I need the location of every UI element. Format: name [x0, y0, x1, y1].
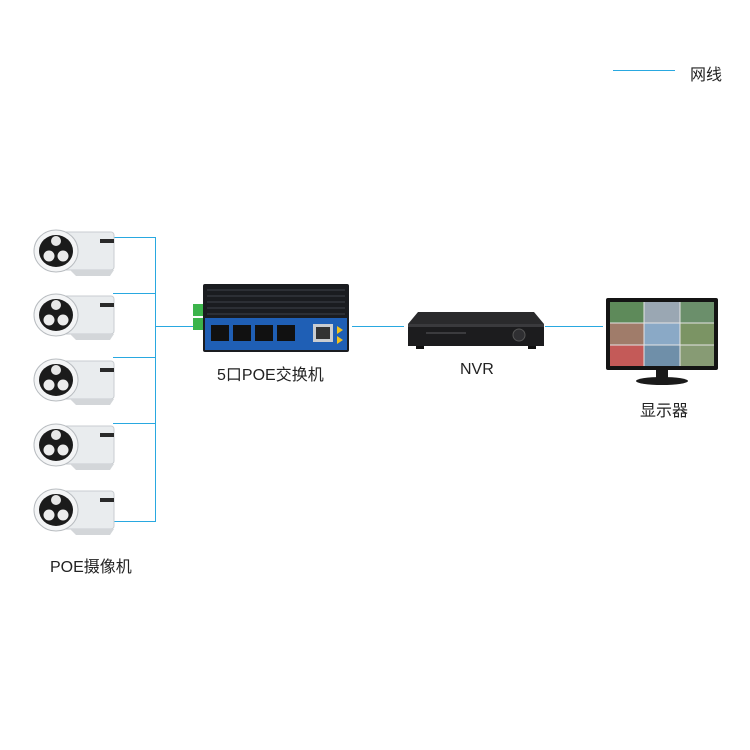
monitor-icon — [606, 298, 718, 385]
poe-camera-icon — [33, 229, 115, 276]
camera-wire-2 — [113, 293, 155, 294]
camera-bus-vertical — [155, 237, 156, 522]
camera-wire-5 — [113, 521, 155, 522]
cameras-label: POE摄像机 — [50, 559, 132, 576]
poe-camera-icon — [33, 488, 115, 535]
poe-camera-icon — [33, 423, 115, 470]
camera-wire-4 — [113, 423, 155, 424]
nvr-to-monitor-wire — [545, 326, 603, 327]
bus-to-switch-wire — [155, 326, 195, 327]
camera-wire-3 — [113, 357, 155, 358]
nvr-label: NVR — [460, 361, 494, 378]
poe-camera-icon — [33, 293, 115, 340]
legend-label: 网线 — [690, 67, 723, 84]
poe-switch-icon — [193, 284, 349, 352]
switch-to-nvr-wire — [352, 326, 404, 327]
nvr-recorder-icon — [408, 312, 544, 349]
monitor-label: 显示器 — [640, 403, 689, 420]
switch-label: 5口POE交换机 — [217, 367, 324, 384]
legend-line-sample — [613, 70, 675, 71]
poe-camera-icon — [33, 358, 115, 405]
camera-wire-1 — [113, 237, 155, 238]
